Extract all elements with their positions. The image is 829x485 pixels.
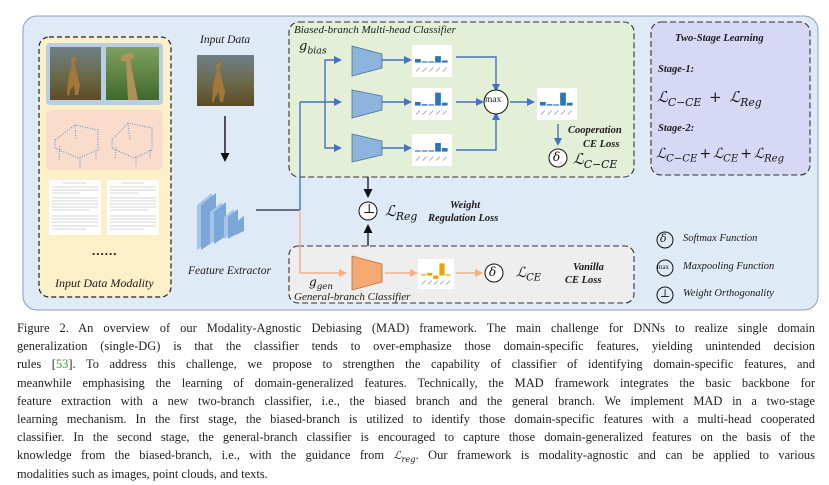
caption-line: Figure 2. An overview of our Modality-Ag…	[17, 321, 815, 335]
histogram-bar	[428, 61, 435, 63]
text-doc-2	[107, 180, 159, 235]
histogram-bar	[421, 61, 428, 63]
histogram-bar	[427, 272, 433, 276]
orthogonality-symbol: ⊥	[363, 202, 376, 217]
stage1-equation: ℒC−CE + ℒReg	[657, 88, 762, 109]
legend-max-icon	[656, 259, 674, 277]
feature-extractor-icon	[197, 193, 244, 250]
histogram-bar	[441, 148, 448, 152]
orthogonality-op-icon	[358, 201, 378, 221]
two-stage-title: Two-Stage Learning	[675, 33, 764, 44]
histogram-head-2	[412, 88, 452, 120]
histogram-bar	[435, 142, 441, 152]
caption-line: rules [53]. To address this challenge, w…	[17, 357, 815, 372]
histogram-bar	[415, 150, 421, 152]
modality-ellipsis: ......	[92, 243, 118, 258]
histogram-bar	[540, 102, 546, 106]
max-op-label: max	[485, 95, 502, 105]
biased-head-trapezoids	[351, 45, 383, 163]
stage2-equation: ℒC−CE+ℒCE+ℒReg	[656, 146, 785, 165]
general-branch-panel	[288, 245, 635, 304]
loss-ce: ℒCE	[516, 265, 542, 284]
histogram-bar	[421, 274, 427, 276]
legend-max-label: Maxpooling Function	[683, 261, 775, 272]
histogram-bar	[435, 92, 441, 106]
histogram-bar	[421, 150, 428, 152]
input-data-image	[197, 55, 254, 106]
caption-line: feature extraction with a new two-branch…	[17, 393, 815, 408]
legend-softmax-symbol: δ	[660, 232, 667, 245]
histogram-bar	[435, 56, 441, 63]
histogram-general	[418, 259, 454, 289]
citation-link[interactable]: 53	[55, 357, 69, 372]
input-data-label: Input Data	[200, 34, 251, 46]
histogram-bar	[415, 59, 421, 63]
caption-line: generalization (single-DG) is that the c…	[17, 339, 815, 354]
max-op-icon	[483, 89, 509, 115]
stage2-label: Stage-2:	[658, 123, 695, 134]
softmax-biased-symbol: δ	[553, 150, 561, 164]
legend-softmax-icon	[656, 231, 674, 249]
cooperation-loss-title-2: CE Loss	[583, 139, 620, 150]
general-branch-title: General-branch Classifier	[294, 291, 411, 303]
figure-diagram: Input Data Modality ...... Input Data Fe…	[22, 15, 819, 311]
legend-orth-icon	[656, 286, 674, 304]
histogram-bar	[441, 60, 448, 63]
histogram-bar	[439, 263, 445, 276]
weight-reg-title-2: Regulation Loss	[428, 213, 499, 224]
cooperation-loss-title-1: Cooperation	[568, 125, 622, 136]
histogram-bar	[428, 104, 435, 106]
histogram-head-1	[412, 45, 452, 77]
softmax-biased-icon	[548, 148, 568, 168]
caption-line: modalities such as images, point clouds,…	[17, 466, 268, 481]
caption-line: classifier. In the second stage, the gen…	[17, 430, 815, 445]
histogram-bar	[553, 104, 560, 106]
caption-line: meanwhile emphasising the learning of do…	[17, 375, 815, 390]
weight-reg-title-1: Weight	[450, 200, 481, 211]
loss-reg: ℒReg	[385, 202, 418, 223]
histogram-bar	[441, 102, 448, 106]
biased-branch-title: Biased-branch Multi-head Classifier	[294, 24, 456, 36]
legend-max-symbol: max	[657, 263, 670, 271]
histogram-bar	[566, 102, 573, 106]
pointcloud-strip	[46, 110, 163, 170]
vanilla-loss-title-1: Vanilla	[573, 262, 604, 273]
histogram-bar	[415, 102, 421, 106]
loss-reg-inline: ℒreg	[393, 449, 416, 465]
g-bias-symbol: gbias	[299, 39, 327, 57]
legend-softmax-label: Softmax Function	[683, 233, 758, 244]
caption-line: knowledge from the biased-branch, i.e., …	[17, 448, 815, 465]
histogram-head-3	[412, 134, 452, 166]
caption-line: learning mechanism. In the first stage, …	[17, 411, 815, 426]
histogram-bar	[433, 275, 439, 279]
pointcloud-chair-1	[54, 124, 99, 168]
general-head-trapezoid	[351, 255, 383, 291]
legend-orth-symbol: ⊥	[660, 287, 671, 300]
stage1-label: Stage-1:	[658, 64, 695, 75]
feature-extractor-label: Feature Extractor	[188, 265, 271, 277]
histogram-bar	[546, 104, 553, 106]
g-gen-symbol: ggen	[309, 275, 333, 293]
histogram-bar	[421, 104, 428, 106]
pointcloud-chair-2	[111, 122, 153, 166]
two-stage-panel	[650, 21, 811, 176]
histogram-bar	[445, 274, 451, 276]
softmax-general-icon	[484, 263, 504, 283]
figure-caption: Figure 2. An overview of our Modality-Ag…	[17, 319, 815, 483]
vanilla-loss-title-2: CE Loss	[565, 275, 602, 286]
modality-panel-label: Input Data Modality	[55, 276, 154, 290]
softmax-general-symbol: δ	[489, 265, 497, 279]
legend-orth-label: Weight Orthogonality	[683, 288, 774, 299]
loss-c-ce: ℒC−CE	[573, 150, 618, 171]
histogram-bar	[560, 92, 566, 106]
histogram-bar	[428, 150, 435, 152]
text-doc-1	[49, 180, 101, 235]
histogram-max-output	[537, 88, 577, 120]
